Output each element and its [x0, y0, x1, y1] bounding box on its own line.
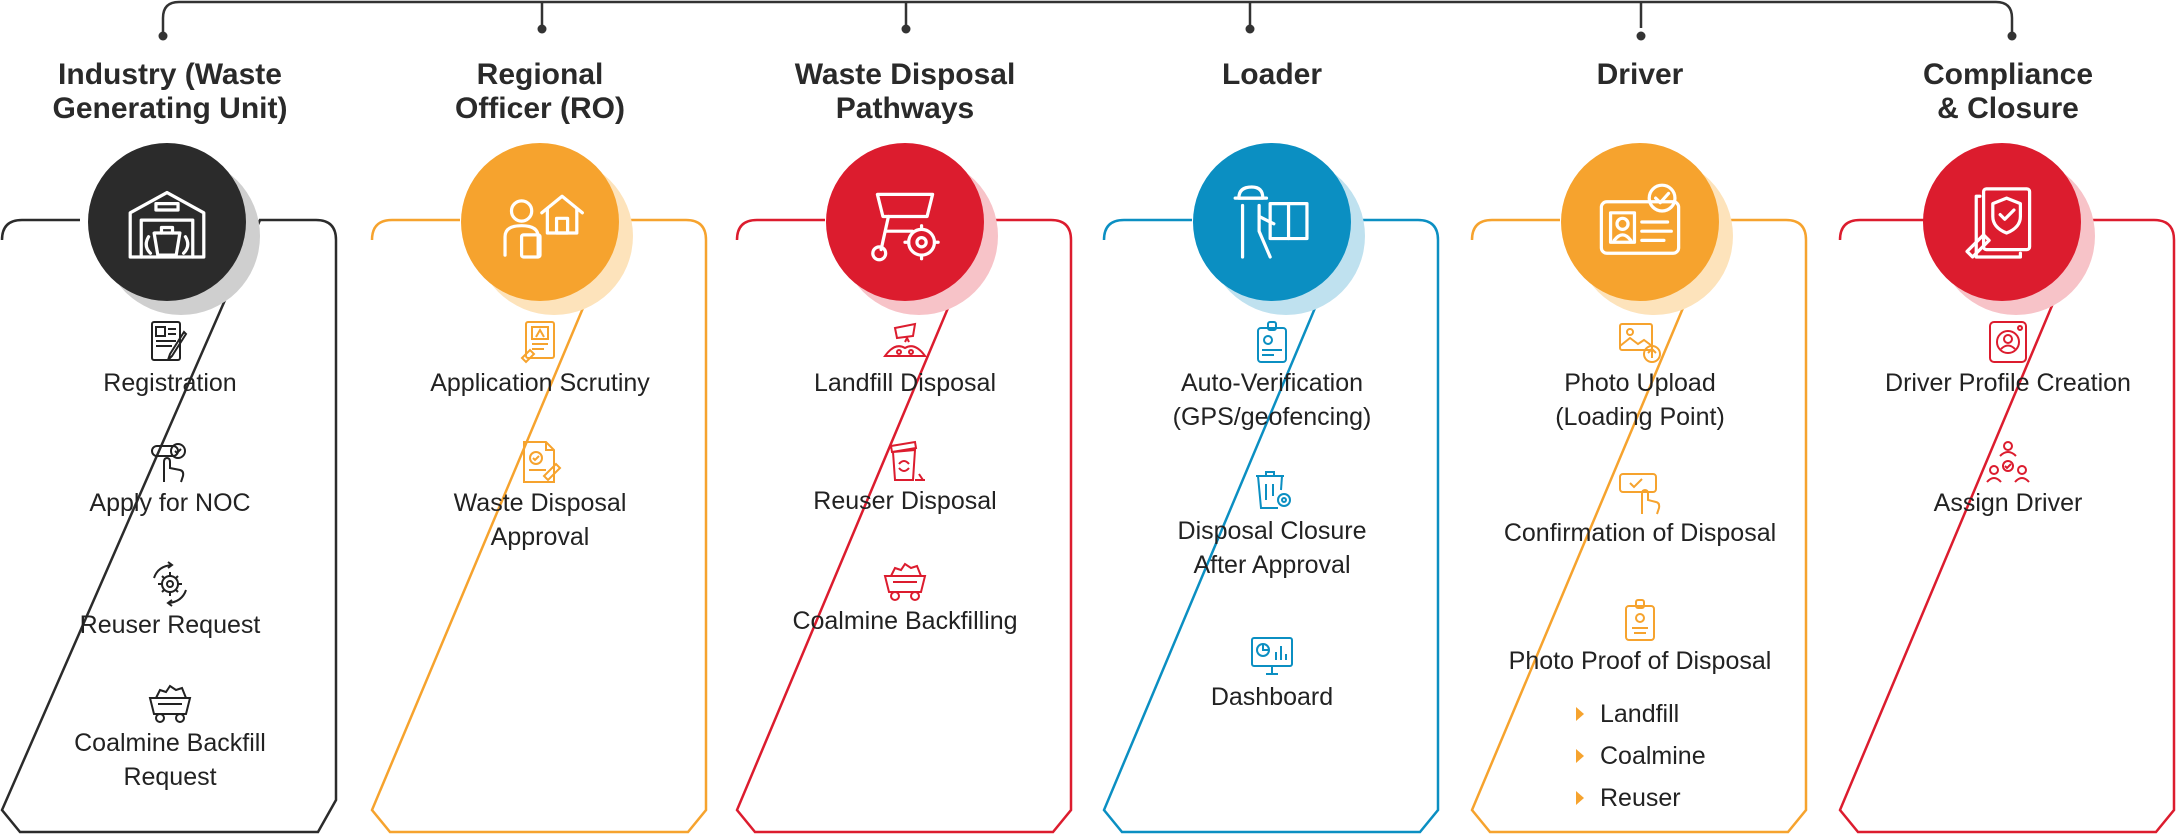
- assign-driver-icon: [1986, 441, 2030, 483]
- column-compliance-closure: Compliance & Closure Driver Profile Crea…: [1838, 0, 2177, 837]
- caret-right-icon: [1576, 791, 1584, 805]
- reuse-bin-icon: [889, 440, 925, 481]
- application-scrutiny-icon: [520, 321, 555, 364]
- item-driver-profile-creation: Driver Profile Creation: [1838, 318, 2177, 400]
- warehouse-waste-bin-icon: [88, 143, 246, 301]
- item-auto-verification: Auto-Verification (GPS/geofencing): [1102, 318, 1442, 434]
- column-title: Compliance & Closure: [1922, 58, 2094, 125]
- panel-frame: [370, 218, 708, 834]
- item-landfill-disposal: Landfill Disposal: [735, 318, 1075, 400]
- column-regional-officer: Regional Officer (RO) Application Scruti…: [370, 0, 710, 837]
- column-title: Regional Officer (RO): [454, 58, 625, 125]
- item-dashboard: Dashboard: [1102, 632, 1442, 714]
- item-label: Dashboard: [1210, 683, 1334, 711]
- panel-frame: [735, 218, 1073, 834]
- driver-profile-icon: [1989, 321, 2027, 363]
- item-label: Confirmation of Disposal: [1503, 519, 1777, 547]
- item-label: Reuser Request: [79, 611, 261, 639]
- column-waste-disposal-pathways: Waste Disposal Pathways Landfill Disposa…: [735, 0, 1075, 837]
- column-driver: Driver Photo Upload (Loading Point): [1470, 0, 1810, 837]
- column-title: Driver: [1596, 58, 1684, 91]
- landfill-dump-icon: [883, 322, 927, 357]
- item-label: Photo Upload (Loading Point): [1555, 369, 1725, 431]
- item-label: Disposal Closure After Approval: [1177, 517, 1367, 579]
- top-connector-bracket: [158, 0, 2017, 41]
- loader-worker-icon: [1193, 143, 1351, 301]
- item-label: Reuser Disposal: [813, 487, 997, 515]
- bin-gear-icon: [1256, 471, 1291, 509]
- registration-form-icon: [151, 321, 188, 361]
- item-label: Landfill Disposal: [813, 369, 997, 397]
- item-coalmine-backfill-request: Coalmine Backfill Request: [0, 678, 340, 794]
- list-item: Landfill: [1576, 693, 1706, 735]
- coal-cart-icon: [883, 562, 927, 601]
- caret-right-icon: [1576, 749, 1584, 763]
- list-item-label: Coalmine: [1600, 741, 1706, 770]
- item-label: Coalmine Backfill Request: [74, 729, 266, 791]
- column-industry: Industry (Waste Generating Unit) Regist: [0, 0, 340, 837]
- item-label: Coalmine Backfilling: [792, 607, 1018, 635]
- item-application-scrutiny: Application Scrutiny: [370, 318, 710, 400]
- compliance-shield-document-icon: [1923, 143, 2081, 301]
- panel-frame: [1838, 218, 2176, 834]
- photo-proof-badge-icon: [1625, 599, 1655, 641]
- column-title: Industry (Waste Generating Unit): [52, 58, 288, 125]
- item-label: Auto-Verification (GPS/geofencing): [1172, 369, 1372, 431]
- officer-home-icon: [461, 143, 619, 301]
- item-photo-proof-of-disposal: Photo Proof of Disposal: [1470, 596, 1810, 678]
- item-waste-disposal-approval: Waste Disposal Approval: [370, 438, 710, 554]
- driver-id-card-icon: [1561, 143, 1719, 301]
- item-reuser-disposal: Reuser Disposal: [735, 436, 1075, 518]
- confirm-touch-icon: [1619, 473, 1661, 515]
- column-title: Waste Disposal Pathways: [794, 58, 1016, 125]
- list-item: Coalmine: [1576, 735, 1706, 777]
- item-apply-noc: Apply for NOC: [0, 438, 340, 520]
- dashboard-monitor-icon: [1251, 637, 1293, 675]
- panel-frame: [1470, 218, 1808, 834]
- item-registration: Registration: [0, 318, 340, 400]
- item-label: Apply for NOC: [89, 489, 251, 517]
- item-label: Driver Profile Creation: [1885, 369, 2131, 397]
- list-item-label: Reuser: [1600, 783, 1681, 812]
- item-confirmation-of-disposal: Confirmation of Disposal: [1470, 468, 1810, 550]
- item-label: Photo Proof of Disposal: [1508, 647, 1772, 675]
- item-coalmine-backfilling: Coalmine Backfilling: [735, 556, 1075, 638]
- apply-noc-touch-icon: [151, 443, 186, 483]
- item-disposal-closure: Disposal Closure After Approval: [1102, 466, 1442, 582]
- item-label: Registration: [103, 369, 237, 397]
- column-title: Loader: [1221, 58, 1323, 91]
- item-label: Application Scrutiny: [430, 369, 650, 397]
- item-assign-driver: Assign Driver: [1838, 438, 2177, 520]
- waste-cart-gear-icon: [826, 143, 984, 301]
- approval-document-icon: [523, 441, 562, 483]
- disposal-type-list: Landfill Coalmine Reuser: [1576, 693, 1706, 819]
- caret-right-icon: [1576, 707, 1584, 721]
- panel-frame: [0, 218, 338, 834]
- id-badge-icon: [1257, 321, 1287, 363]
- panel-frame: [1102, 218, 1440, 834]
- list-item-label: Landfill: [1600, 699, 1680, 728]
- item-label: Waste Disposal Approval: [453, 489, 627, 551]
- recycle-gear-icon: [153, 561, 187, 607]
- column-loader: Loader Auto-Verification (GPS/geofencing…: [1102, 0, 1442, 837]
- item-label: Assign Driver: [1933, 489, 2083, 517]
- photo-upload-icon: [1619, 323, 1661, 363]
- item-reuser-request: Reuser Request: [0, 560, 340, 642]
- list-item: Reuser: [1576, 777, 1706, 819]
- coal-cart-icon: [148, 684, 192, 723]
- item-photo-upload: Photo Upload (Loading Point): [1470, 318, 1810, 434]
